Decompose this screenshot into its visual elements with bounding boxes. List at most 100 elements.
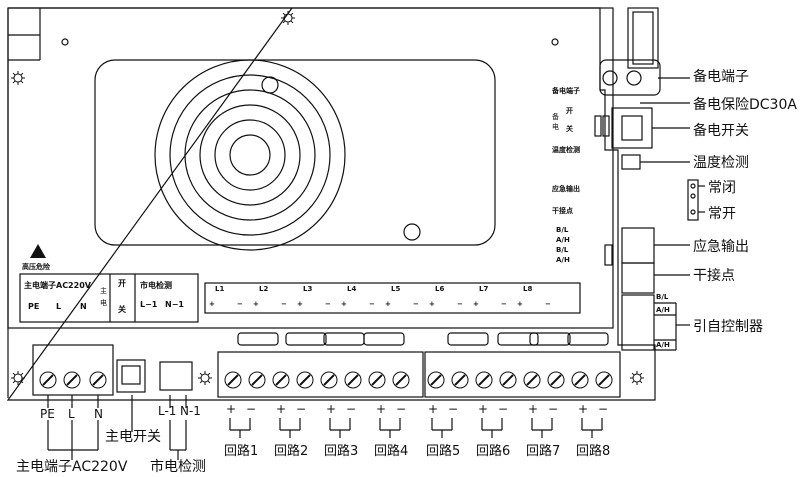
board-battery-small: 备 (552, 113, 559, 121)
channel-plus: + (209, 300, 215, 308)
main-switch (116, 359, 146, 393)
board-l1: L−1 (140, 300, 158, 309)
bottom-n1: N-1 (180, 404, 201, 418)
conn-bl: B/L (656, 293, 669, 301)
circuit-plus: + (428, 402, 439, 416)
terminal-screw-icon (39, 371, 57, 389)
label-dry-contact: 干接点 (693, 268, 735, 284)
board-l: L (56, 302, 62, 311)
mounting-screw-icon (11, 371, 25, 385)
circuit-label: 回路2 (274, 444, 309, 459)
board-ah2: A/H (556, 256, 570, 264)
board-close: 关 (118, 305, 126, 314)
board-bl: B/L (556, 226, 569, 234)
channel-plus: + (429, 300, 435, 308)
channel-plus: + (473, 300, 479, 308)
battery-terminal (599, 59, 661, 96)
channel-minus: − (237, 300, 243, 308)
terminal-screw-icon (272, 371, 290, 389)
circuit-terminals-1-4 (217, 351, 424, 398)
channel-minus: − (413, 300, 419, 308)
circuit-label: 回路6 (476, 444, 511, 459)
circuit-plus: + (528, 402, 539, 416)
channel-minus: − (545, 300, 551, 308)
label-normally-open: 常开 (708, 206, 736, 222)
bottom-l: L (68, 407, 75, 421)
bottom-pe: PE (40, 407, 55, 421)
terminal-screw-icon (89, 371, 107, 389)
bottom-n: N (94, 407, 103, 421)
circuit-label: 回路5 (426, 444, 461, 459)
terminal-screw-icon (499, 371, 517, 389)
label-emergency-output: 应急输出 (693, 239, 749, 255)
jumper (687, 179, 699, 221)
conn-ah2: A/H (656, 341, 670, 349)
terminal-screw-icon (547, 371, 565, 389)
circuit-minus: − (346, 402, 357, 416)
circuit-minus: − (498, 402, 509, 416)
top-connector-block (627, 7, 659, 69)
temp-connector (621, 154, 641, 170)
bottom-main-switch: 主电开关 (105, 429, 161, 445)
circuit-minus: − (296, 402, 307, 416)
board-n: N (80, 302, 87, 311)
channel-plus: + (341, 300, 347, 308)
label-normally-closed: 常闭 (708, 180, 736, 196)
conn-ah: A/H (656, 306, 670, 314)
channel-label: L7 (479, 285, 489, 293)
terminal-screw-icon (451, 371, 469, 389)
board-main-terminal: 主电端子AC220V (24, 281, 91, 290)
mounting-screw-icon (630, 371, 644, 385)
board-elec-small: 电 (100, 299, 107, 307)
circuit-minus: − (548, 402, 559, 416)
mounting-screw-icon (198, 371, 212, 385)
board-main-small: 主 (100, 287, 107, 295)
circuit-plus: + (578, 402, 589, 416)
label-self-control: 引自控制器 (693, 319, 763, 335)
board-high-voltage: 高压危险 (22, 263, 50, 271)
terminal-screw-icon (248, 371, 266, 389)
circuit-plus: + (326, 402, 337, 416)
controller-terminal (621, 294, 655, 351)
terminal-screw-icon (320, 371, 338, 389)
terminal-screw-icon (368, 371, 386, 389)
board-temp-detect: 温度检测 (552, 146, 580, 154)
label-battery-switch: 备电开关 (693, 123, 749, 139)
channel-label: L5 (391, 285, 401, 293)
board-switch-open: 开 (566, 107, 573, 115)
circuit-plus: + (376, 402, 387, 416)
circuit-label: 回路8 (576, 444, 611, 459)
circuit-plus: + (276, 402, 287, 416)
mounting-screw-icon (11, 71, 25, 85)
board-bl2: B/L (556, 246, 569, 254)
emergency-output-terminal (621, 227, 655, 264)
terminal-screw-icon (595, 371, 613, 389)
terminal-screw-icon (392, 371, 410, 389)
circuit-minus: − (396, 402, 407, 416)
board-emergency-out: 应急输出 (552, 185, 580, 193)
channel-label: L1 (215, 285, 225, 293)
channel-label: L3 (303, 285, 313, 293)
channel-minus: − (501, 300, 507, 308)
channel-label: L6 (435, 285, 445, 293)
label-battery-fuse: 备电保险DC30A (693, 97, 797, 113)
terminal-screw-icon (344, 371, 362, 389)
board-n1: N−1 (165, 300, 184, 309)
battery-switch-box (611, 107, 653, 149)
channel-plus: + (297, 300, 303, 308)
circuit-label: 回路3 (324, 444, 359, 459)
label-battery-terminal: 备电端子 (693, 69, 749, 85)
board-elec2-small: 电 (552, 123, 559, 131)
main-terminal-panel (19, 273, 199, 323)
terminal-screw-icon (224, 371, 242, 389)
circuit-terminals-5-8 (424, 351, 621, 398)
bottom-mains-detect: 市电检测 (150, 459, 206, 475)
channel-label: L8 (523, 285, 533, 293)
circuit-label: 回路4 (374, 444, 409, 459)
board-pe: PE (28, 302, 40, 311)
board-switch-close: 关 (566, 125, 573, 133)
mounting-screw-icon (281, 11, 295, 25)
board-battery-terminal: 备电端子 (552, 87, 580, 95)
high-voltage-icon (30, 244, 46, 258)
